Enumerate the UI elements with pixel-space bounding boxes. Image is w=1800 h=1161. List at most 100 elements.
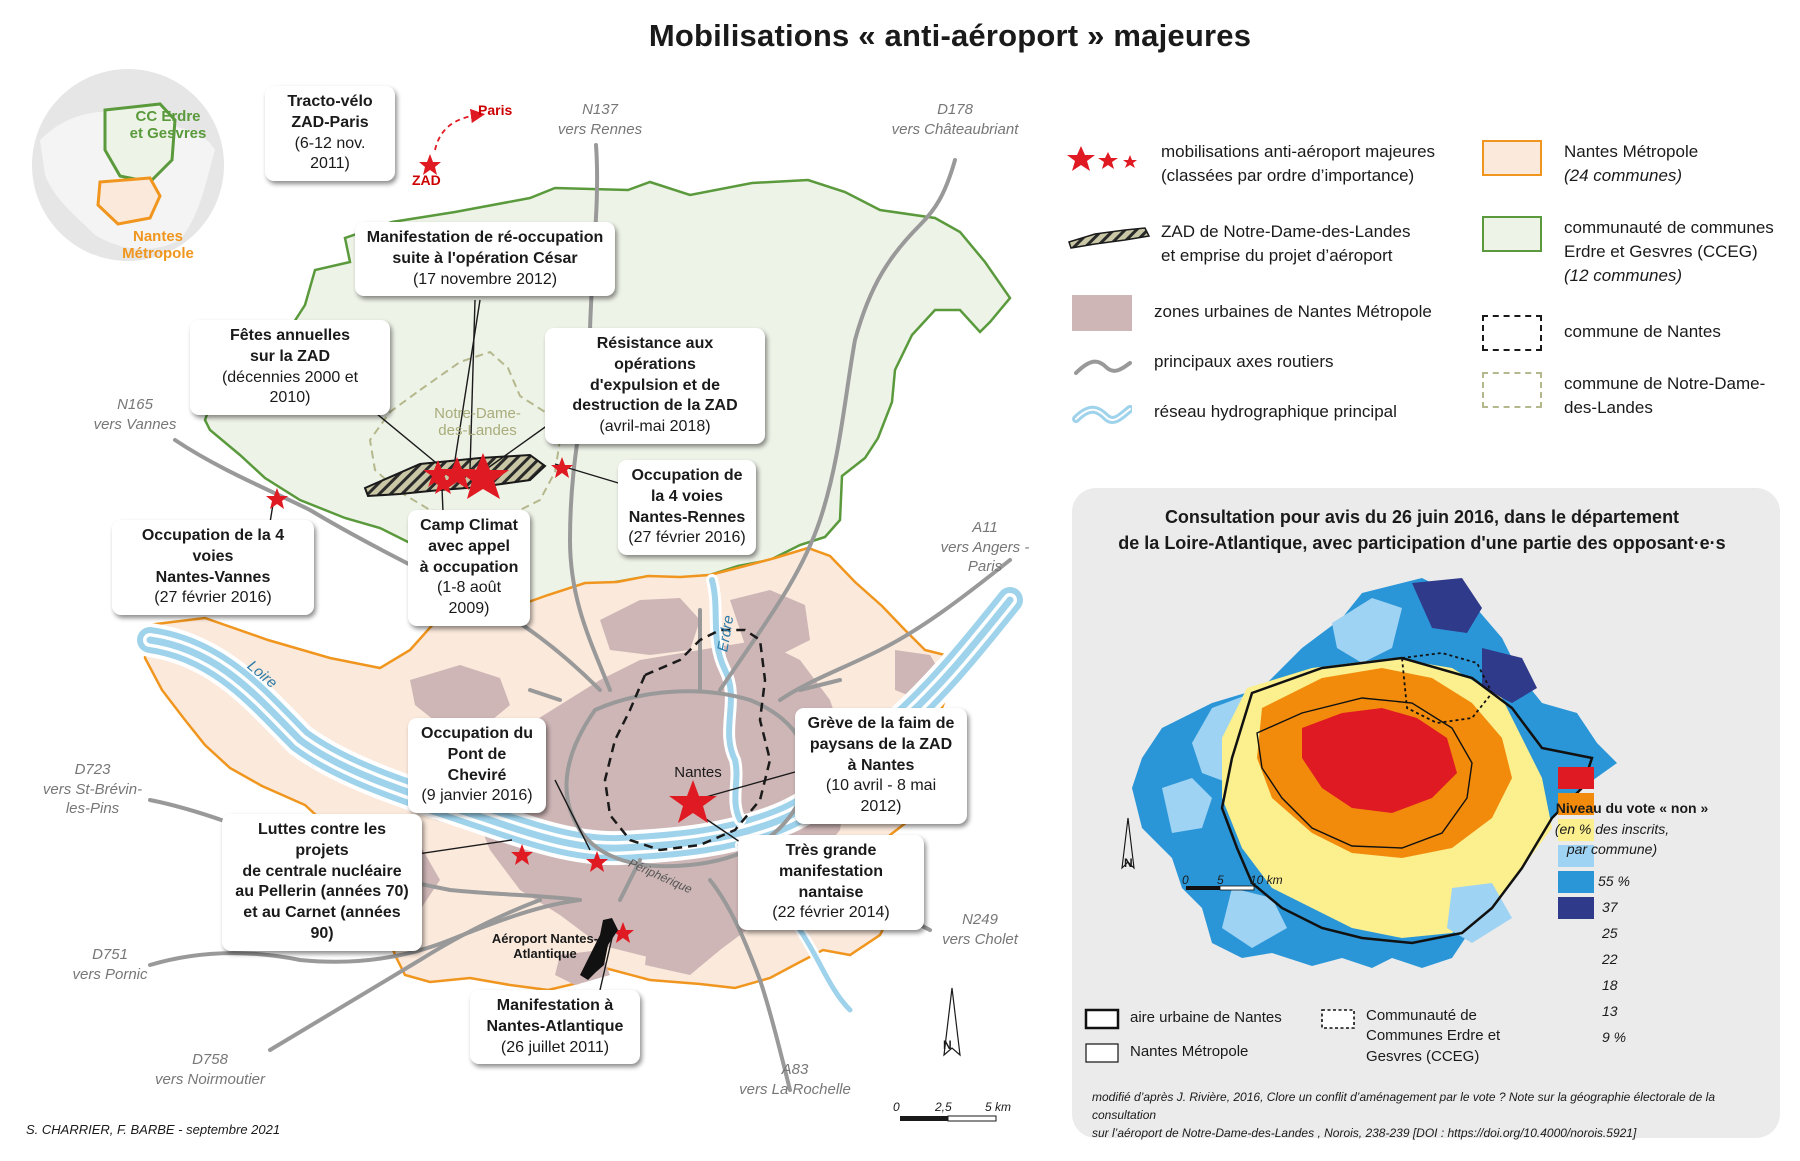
legend-roads: principaux axes routiers [1072,345,1334,381]
legend-urban-label: zones urbaines de Nantes Métropole [1154,302,1432,321]
callout-date: (6-12 nov. 2011) [294,134,366,173]
zad-paris-arrow [434,108,486,151]
callout-fetes-annuelles: Fêtes annuelles sur la ZAD (décennies 20… [190,320,390,416]
callout-title: Grève de la faim de paysans de la ZAD à … [807,715,955,774]
legend-water: réseau hydrographique principal [1072,395,1397,431]
mobilisation-star [586,851,608,872]
legend-nantes-commune: commune de Nantes [1482,315,1721,351]
legend-cceg-line3: (12 communes) [1564,265,1683,285]
nantes-commune-boundary [603,628,772,852]
road-label-d178: D178 vers Châteaubriant [891,101,1019,138]
road-label-n249: N249 vers Cholet [942,911,1018,948]
inset-scale-bar [1186,886,1220,890]
callout-title: Manifestation à Nantes-Atlantique [486,997,624,1035]
class-swatch-darkblue [1558,897,1594,919]
legend-nddl-commune-swatch [1482,372,1542,408]
credit: S. CHARRIER, F. BARBE - septembre 2021 [26,1122,281,1137]
callout-operation-cesar: Manifestation de ré-occupation suite à l… [355,222,615,297]
legend-cceg-swatch [1482,216,1542,252]
locator-metropole-label: Nantes Métropole [122,228,194,263]
callout-date: (27 février 2016) [154,589,272,607]
callout-title: Occupation de la 4 voies Nantes-Rennes [628,467,746,526]
callout-nantes-rennes: Occupation de la 4 voies Nantes-Rennes (… [618,460,756,556]
mobilisation-star [511,844,533,865]
class-value-13: 13 [1602,1003,1618,1019]
callout-title: Camp Climat avec appel à occupation [419,517,519,576]
legend-stars: mobilisations anti-aéroport majeures (cl… [1065,140,1435,188]
aeroport-label: Aéroport Nantes- Atlantique [491,931,599,961]
class-swatch-orange [1558,793,1594,815]
road-label-n137: N137 vers Rennes [557,101,643,138]
locator-map [32,69,224,261]
legend-zad-icon [1068,227,1151,249]
class-swatch-blue [1558,871,1594,893]
callout-date: (décennies 2000 et 2010) [221,368,359,407]
inset-north-label: N [1124,856,1133,870]
mobilisation-star [457,453,509,499]
main-north-arrow [943,987,961,1057]
callout-nantes-vannes: Occupation de la 4 voies Nantes-Vannes (… [112,520,314,616]
road-label-d758: D758 vers Noirmoutier [154,1051,266,1088]
callout-date: (17 novembre 2012) [412,270,558,288]
callout-greve-faim: Grève de la faim de paysans de la ZAD à … [795,708,967,824]
callout-title: Résistance aux opérations d'expulsion et… [572,335,738,415]
mobilisation-star [431,472,455,494]
scale-label-max: 5 km [985,1100,1012,1114]
mobilisation-star [266,488,288,509]
class-swatch-red [1558,767,1594,789]
inset-scale-10: 10 km [1250,873,1283,887]
inset-legend-metropole: Nantes Métropole [1130,1043,1249,1060]
callout-centrale-nucleaire: Luttes contre les projets de centrale nu… [222,814,422,951]
callout-date: (1-8 août 2009) [436,579,502,618]
legend-metropole: Nantes Métropole (24 communes) [1482,140,1698,188]
paris-label: Paris [478,102,513,118]
callout-tres-grande-manif: Très grande manifestation nantaise (22 f… [738,835,924,931]
callout-title: Très grande manifestation nantaise [778,842,883,901]
callout-title: Occupation du Pont de Cheviré [421,725,533,784]
nantes-label: Nantes [674,764,722,781]
class-swatch-lightblue [1558,845,1594,867]
inset-scale-5: 5 [1217,873,1224,887]
inset-source: modifié d’après J. Rivière, 2016, Clore … [1092,1088,1782,1142]
legend-nddl-commune: commune de Notre-Dame- des-Landes [1482,372,1765,420]
mobilisation-star [551,457,573,478]
consultation-map [1084,578,1617,1063]
legend-nddl-line2: des-Landes [1564,397,1653,417]
legend-zad: ZAD de Notre-Dame-des-Landes et emprise … [1065,220,1410,268]
legend-metropole-line2: (24 communes) [1564,165,1683,185]
legend-urban-swatch [1072,295,1132,331]
callout-tracto-velo: Tracto-vélo ZAD-Paris (6-12 nov. 2011) [265,86,395,182]
legend-nddl-line1: commune de Notre-Dame- [1564,374,1766,393]
callout-camp-climat: Camp Climat avec appel à occupation (1-8… [408,510,530,626]
legend-metropole-swatch [1482,140,1542,176]
callout-pont-chevire: Occupation du Pont de Cheviré (9 janvier… [408,718,546,814]
scale-label-0: 0 [893,1100,900,1114]
mobilisation-star [669,780,717,823]
inset-legend-aire: aire urbaine de Nantes [1130,1009,1282,1026]
inset-source-line1: modifié d’après J. Rivière, 2016, Clore … [1092,1090,1716,1122]
legend-zad-line2: et emprise du projet d’aéroport [1161,245,1393,265]
legend-metropole-line1: Nantes Métropole [1564,142,1699,161]
legend-water-icon [1072,405,1132,424]
legend-star-line1: mobilisations anti-aéroport majeures [1161,142,1436,161]
page-title: Mobilisations « anti-aéroport » majeures [648,18,1252,53]
class-value-37: 37 [1602,899,1618,915]
mobilisation-star [419,154,441,175]
callout-title: Fêtes annuelles sur la ZAD [229,327,351,365]
callout-date: (26 juillet 2011) [500,1038,610,1056]
legend-nantes-commune-label: commune de Nantes [1564,322,1721,341]
inset-title: Consultation pour avis du 26 juin 2016, … [1118,507,1726,554]
legend-zad-line1: ZAD de Notre-Dame-des-Landes [1161,222,1411,241]
road-label-n165: N165 vers Vannes [93,396,177,433]
legend-water-label: réseau hydrographique principal [1154,402,1397,421]
north-label: N [943,1038,952,1052]
class-value-22: 22 [1602,951,1618,967]
road-label-a83: A83 vers La Rochelle [739,1061,851,1098]
inset-legend-cceg: Communauté de Communes Erdre et Gesvres … [1366,1007,1501,1065]
callout-title: Tracto-vélo ZAD-Paris [287,93,373,131]
class-value-9: 9 % [1602,1029,1627,1045]
inset-source-line2: sur l’aéroport de Notre-Dame-des-Landes … [1092,1126,1637,1140]
callout-date: (22 février 2014) [772,904,890,922]
callout-date: (avril-mai 2018) [599,418,711,436]
